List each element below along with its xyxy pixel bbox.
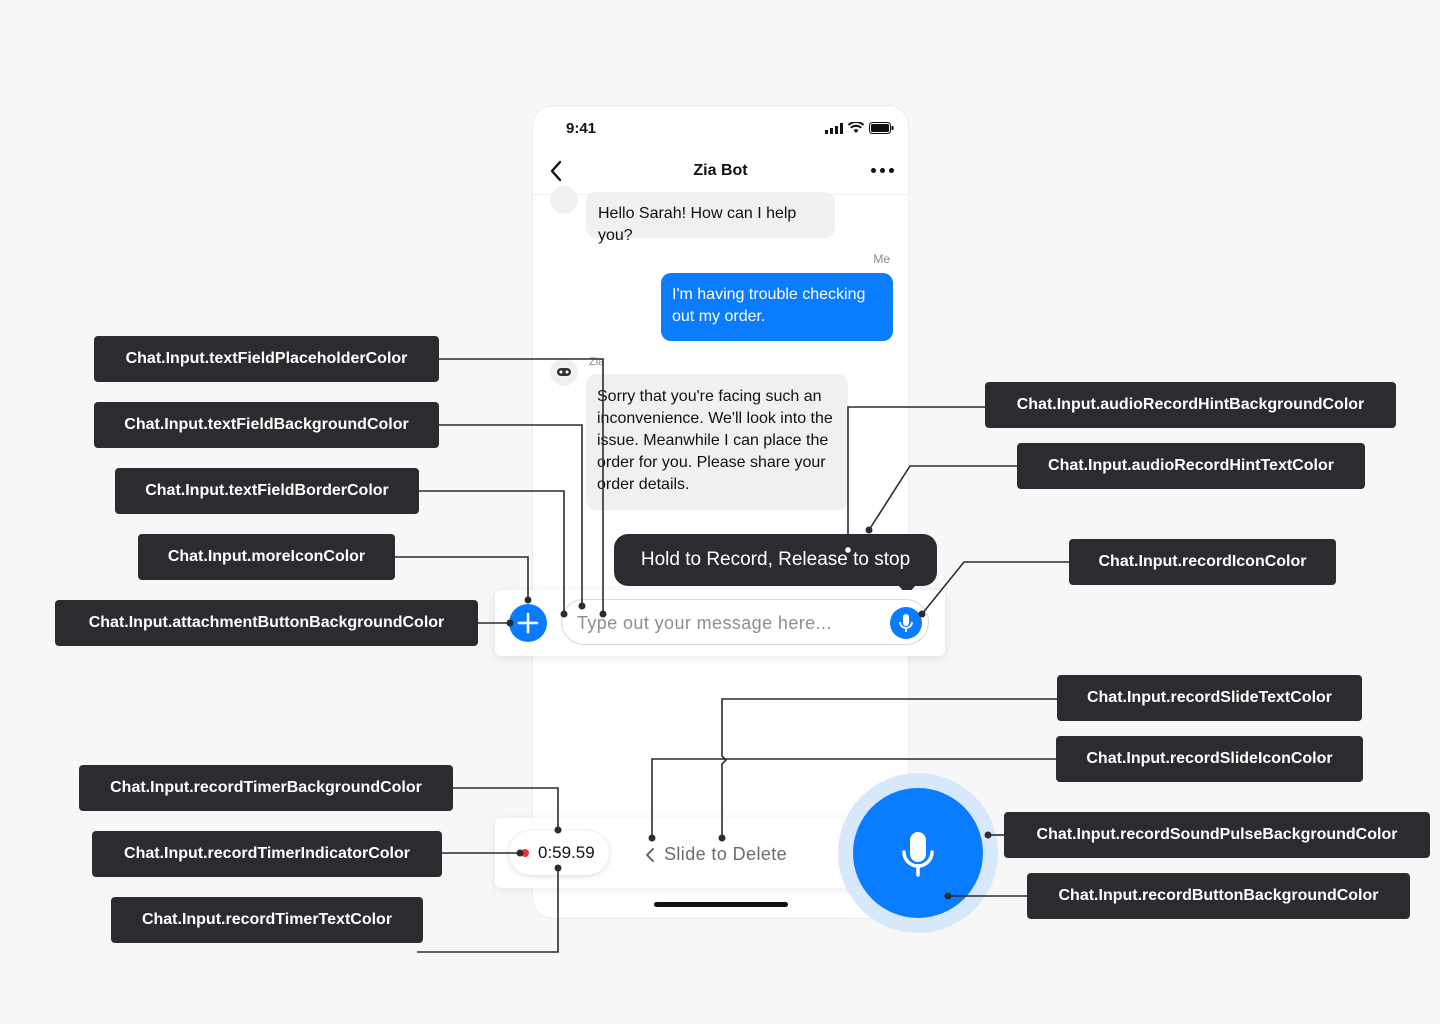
label-textfield-border-color: Chat.Input.textFieldBorderColor [115,468,419,514]
back-button[interactable] [549,160,563,187]
bot-avatar [550,358,578,386]
message-bubble-outgoing: I'm having trouble checking out my order… [661,273,893,341]
record-indicator-dot [521,849,529,857]
bot-avatar [550,186,578,214]
chevron-left-icon [645,848,654,862]
label-attachment-button-background-color: Chat.Input.attachmentButtonBackgroundCol… [55,600,478,646]
record-button-small[interactable] [890,607,922,639]
signal-icon [825,123,843,134]
label-record-timer-indicator-color: Chat.Input.recordTimerIndicatorColor [92,831,442,877]
label-record-slide-icon-color: Chat.Input.recordSlideIconColor [1056,736,1363,782]
label-textfield-background-color: Chat.Input.textFieldBackgroundColor [94,402,439,448]
label-record-timer-text-color: Chat.Input.recordTimerTextColor [111,897,423,943]
chat-title: Zia Bot [693,162,748,179]
message-sender: Me [873,252,890,266]
label-record-timer-background-color: Chat.Input.recordTimerBackgroundColor [79,765,453,811]
chevron-left-icon [550,160,562,182]
microphone-icon [902,832,934,877]
microphone-icon [899,614,913,632]
label-record-slide-text-color: Chat.Input.recordSlideTextColor [1057,675,1362,721]
record-timer-text: 0:59.59 [538,843,595,862]
plus-icon [517,612,539,634]
label-record-button-background-color: Chat.Input.recordButtonBackgroundColor [1027,873,1410,919]
phone-frame: 9:41 Zia Bot Hello Sarah! How can I help… [533,106,908,918]
slide-to-delete-text[interactable]: Slide to Delete [664,844,788,864]
battery-icon [869,122,894,134]
status-time: 9:41 [566,120,597,137]
label-textfield-placeholder-color: Chat.Input.textFieldPlaceholderColor [94,336,439,382]
label-record-icon-color: Chat.Input.recordIconColor [1069,539,1336,585]
label-record-sound-pulse-background-color: Chat.Input.recordSoundPulseBackgroundCol… [1004,812,1430,858]
record-timer: 0:59.59 [509,831,609,875]
audio-record-hint: Hold to Record, Release to stop [614,534,937,586]
status-icons [825,122,894,134]
chat-input-bar: Type out your message here... [495,590,945,656]
more-menu-icon[interactable] [871,168,894,173]
wifi-icon [848,122,864,133]
label-audio-record-hint-background-color: Chat.Input.audioRecordHintBackgroundColo… [985,382,1396,428]
home-indicator [654,902,788,907]
label-more-icon-color: Chat.Input.moreIconColor [138,534,395,580]
message-text-field[interactable]: Type out your message here... [561,599,929,645]
message-placeholder: Type out your message here... [577,613,832,633]
message-bubble-incoming: Hello Sarah! How can I help you? [586,192,835,244]
attachment-button[interactable] [509,604,547,642]
bot-icon [557,368,571,376]
label-audio-record-hint-text-color: Chat.Input.audioRecordHintTextColor [1017,443,1365,489]
message-bubble-incoming: Sorry that you're facing such an inconve… [586,374,848,510]
